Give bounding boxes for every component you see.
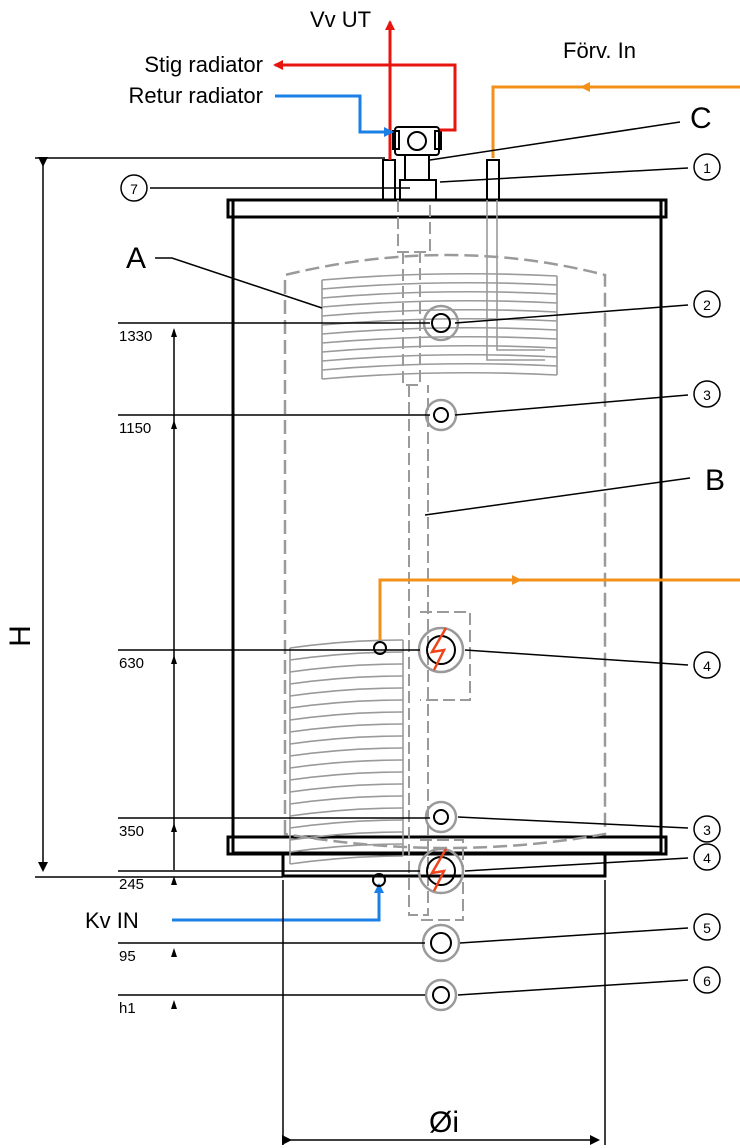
callout-1-label: 1 [703,160,711,176]
hot-water-out-label: Vv UT [310,7,371,32]
callout-3-lower: 3 [693,815,721,843]
cold-water-line [172,883,384,922]
lightning-icon [429,627,448,671]
callout-3-upper-label: 3 [703,387,711,403]
port-3-upper [424,398,458,432]
radiator-return-label: Retur radiator [128,83,263,108]
callout-3-lower-label: 3 [703,822,711,838]
preheat-lines [378,82,740,640]
inner-diameter-label: Øi [429,1106,459,1139]
dim-245: 245 [119,876,144,893]
callout-4-upper-label: 4 [703,658,711,674]
dim-95: 95 [119,948,136,965]
dim-1330: 1330 [119,328,152,345]
callout-4-lower: 4 [693,843,721,871]
leader-lines [150,121,691,996]
hot-water-lines [273,20,457,160]
port-4-upper-heater [417,626,465,674]
coil-a-label: A [126,242,146,275]
bottom-coil-bottom-port [372,873,386,887]
callout-5-label: 5 [703,920,711,936]
callout-markers: 1 2 3 4 3 4 5 6 7 [120,153,721,994]
callout-7: 7 [120,174,148,202]
cold-water-in-label: Kv IN [85,908,139,933]
dim-630: 630 [119,655,144,672]
dim-1150: 1150 [119,420,151,437]
callout-4-upper: 4 [693,651,721,679]
callout-6-label: 6 [703,973,711,989]
callout-6: 6 [693,966,721,994]
callout-4-lower-label: 4 [703,850,711,866]
radiator-return-line [275,94,394,137]
radiator-flow-label: Stig radiator [144,52,263,77]
top-connections [382,126,500,201]
callout-3-upper: 3 [693,380,721,408]
dim-h1: h1 [119,1000,136,1017]
dimension-ticks [171,328,177,1009]
pipe-b-label: B [705,464,725,497]
inner-vessel [283,253,607,850]
preheat-in-label: Förv. In [563,38,636,63]
port-6 [424,978,458,1012]
coil-a [321,200,558,380]
valve-c-label: C [690,102,712,135]
port-4-lower-heater [417,847,465,895]
lightning-icon [429,848,448,892]
callout-2: 2 [693,290,721,318]
callout-7-label: 7 [130,181,138,197]
callout-5: 5 [693,913,721,941]
dim-350: 350 [119,823,144,840]
port-3-lower [424,800,458,834]
port-5 [421,923,461,963]
bottom-coil-top-port [373,641,387,655]
height-label: H [4,625,37,647]
callout-2-label: 2 [703,297,711,313]
coil-bottom [289,639,404,865]
dimension-lines [35,157,606,1145]
callout-1: 1 [693,153,721,181]
tank-body [226,198,668,878]
